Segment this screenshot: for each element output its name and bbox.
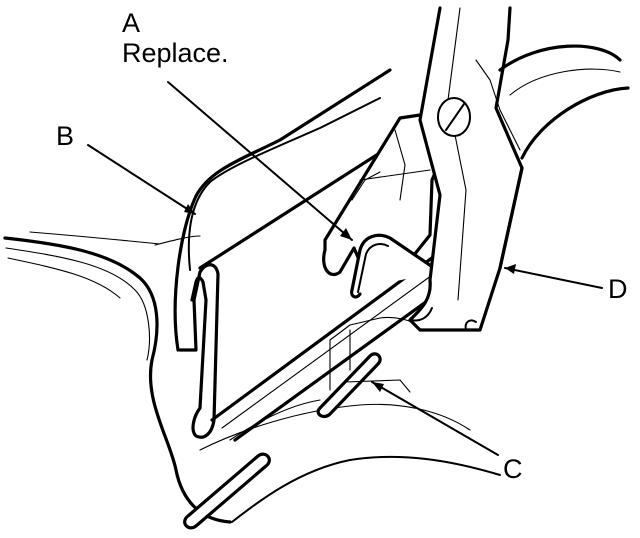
tool-d xyxy=(408,6,524,332)
retainer-clip-b xyxy=(154,68,402,439)
label-a-letter: A xyxy=(122,8,140,38)
arrowhead-a xyxy=(340,228,352,240)
pin-c xyxy=(183,352,411,530)
leader-c xyxy=(371,381,499,456)
label-c: C xyxy=(503,454,523,484)
body-panel xyxy=(3,231,501,524)
callout-leaders xyxy=(87,81,603,456)
leader-a xyxy=(167,81,353,241)
leader-b xyxy=(87,144,196,215)
arrowhead-b xyxy=(184,204,195,214)
clip-housing xyxy=(322,110,447,277)
label-a-note: Replace. xyxy=(122,38,229,68)
label-b: B xyxy=(56,121,74,151)
label-d: D xyxy=(608,274,628,304)
support-arc xyxy=(498,44,630,160)
arrowhead-d xyxy=(505,264,516,274)
leader-d xyxy=(504,267,603,289)
arrowhead-c xyxy=(372,382,384,392)
wire-clip-a xyxy=(350,233,442,299)
